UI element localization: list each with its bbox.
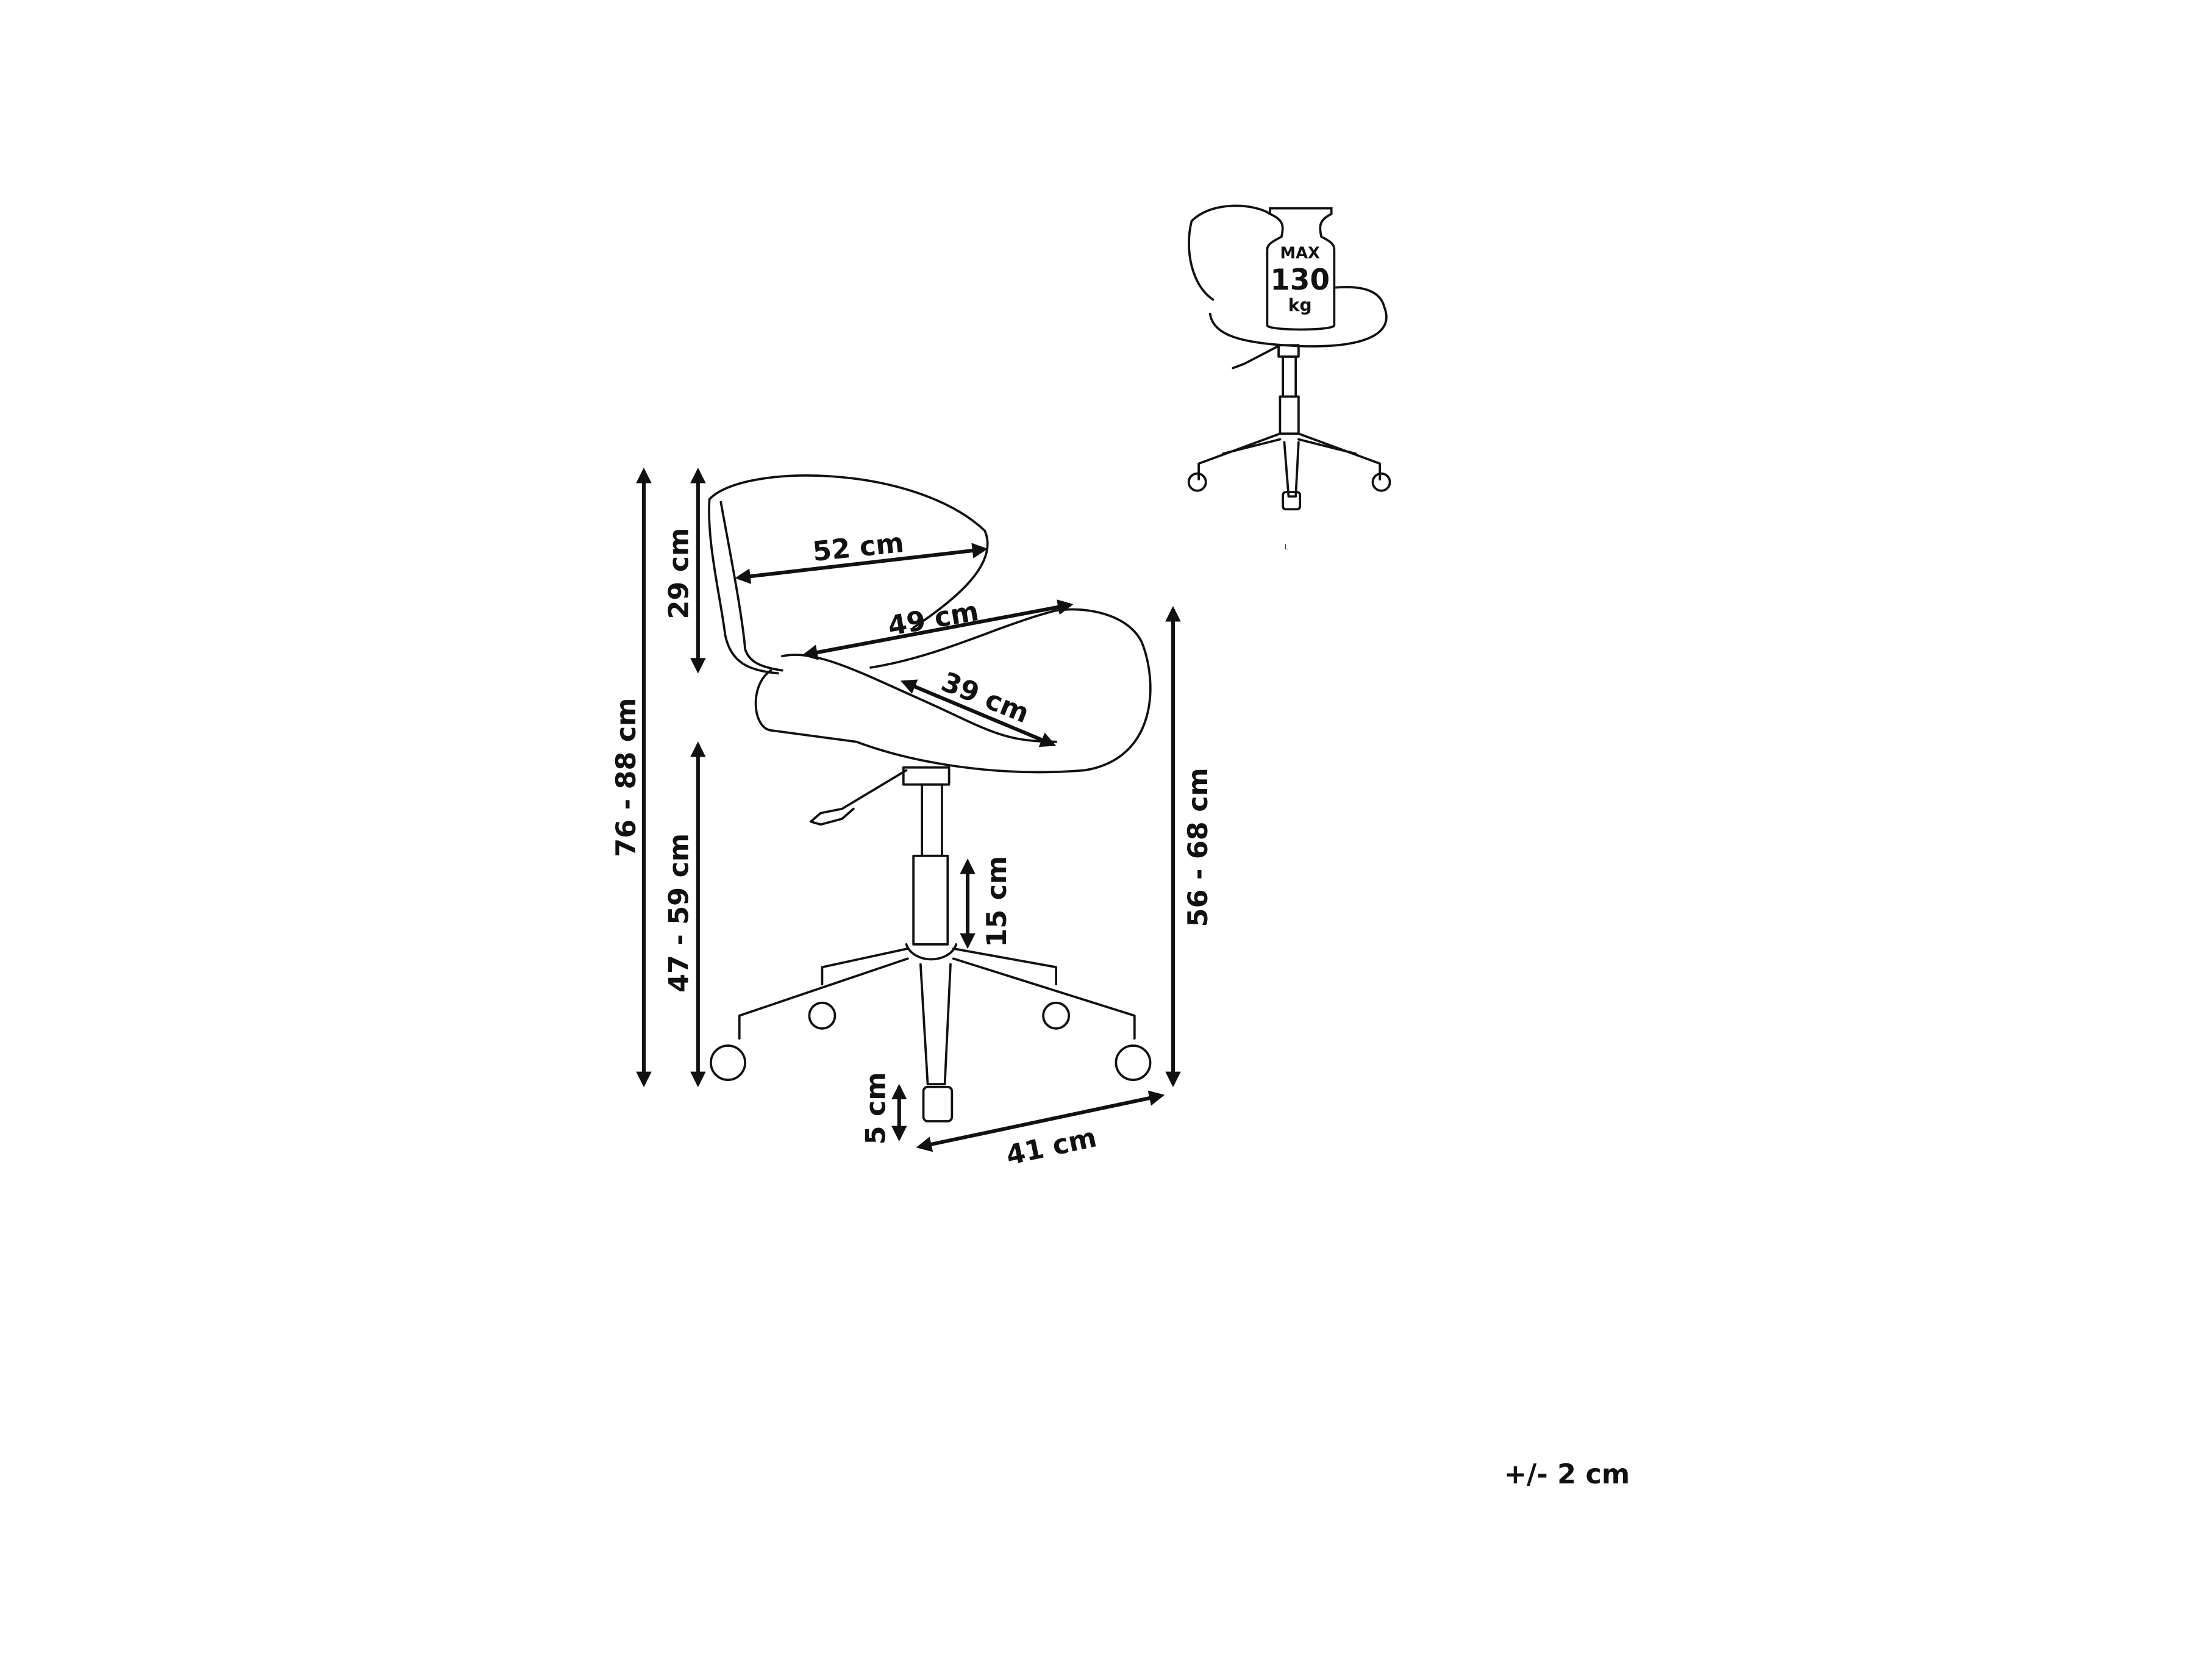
weight-icon bbox=[1266, 207, 1336, 331]
gas-cylinder-upper bbox=[921, 783, 943, 857]
chair-backrest bbox=[708, 474, 989, 675]
weight-max-label: MAX bbox=[1280, 244, 1320, 262]
dimension-arrows bbox=[636, 467, 1181, 1152]
seat-depth-label: 39 cm bbox=[937, 666, 1033, 729]
chair-casters bbox=[710, 1001, 1152, 1122]
base-label: 41 cm bbox=[1004, 1122, 1099, 1171]
tolerance-note: +/- 2 cm bbox=[1504, 1459, 1630, 1490]
gas-lift-label: 15 cm bbox=[982, 856, 1013, 947]
back-height-label: 29 cm bbox=[663, 528, 694, 619]
weight-limit-illustration: MAX 130 kg bbox=[1187, 204, 1391, 511]
chair-lever bbox=[809, 769, 908, 826]
gas-cylinder-lower bbox=[912, 854, 949, 946]
seat-width-label: 49 cm bbox=[885, 596, 981, 642]
caster-height-label: 5 cm bbox=[860, 1072, 891, 1144]
seat-height-label: 47 - 59 cm bbox=[663, 833, 694, 993]
seat-height-right-label: 56 - 68 cm bbox=[1183, 768, 1214, 927]
stray-mark: L bbox=[1284, 543, 1288, 551]
chair-base bbox=[738, 943, 1136, 1085]
chair-mechanism bbox=[902, 766, 951, 786]
weight-unit-label: kg bbox=[1288, 295, 1312, 315]
weight-value-label: 130 bbox=[1270, 264, 1330, 297]
total-height-label: 76 - 88 cm bbox=[611, 698, 642, 857]
